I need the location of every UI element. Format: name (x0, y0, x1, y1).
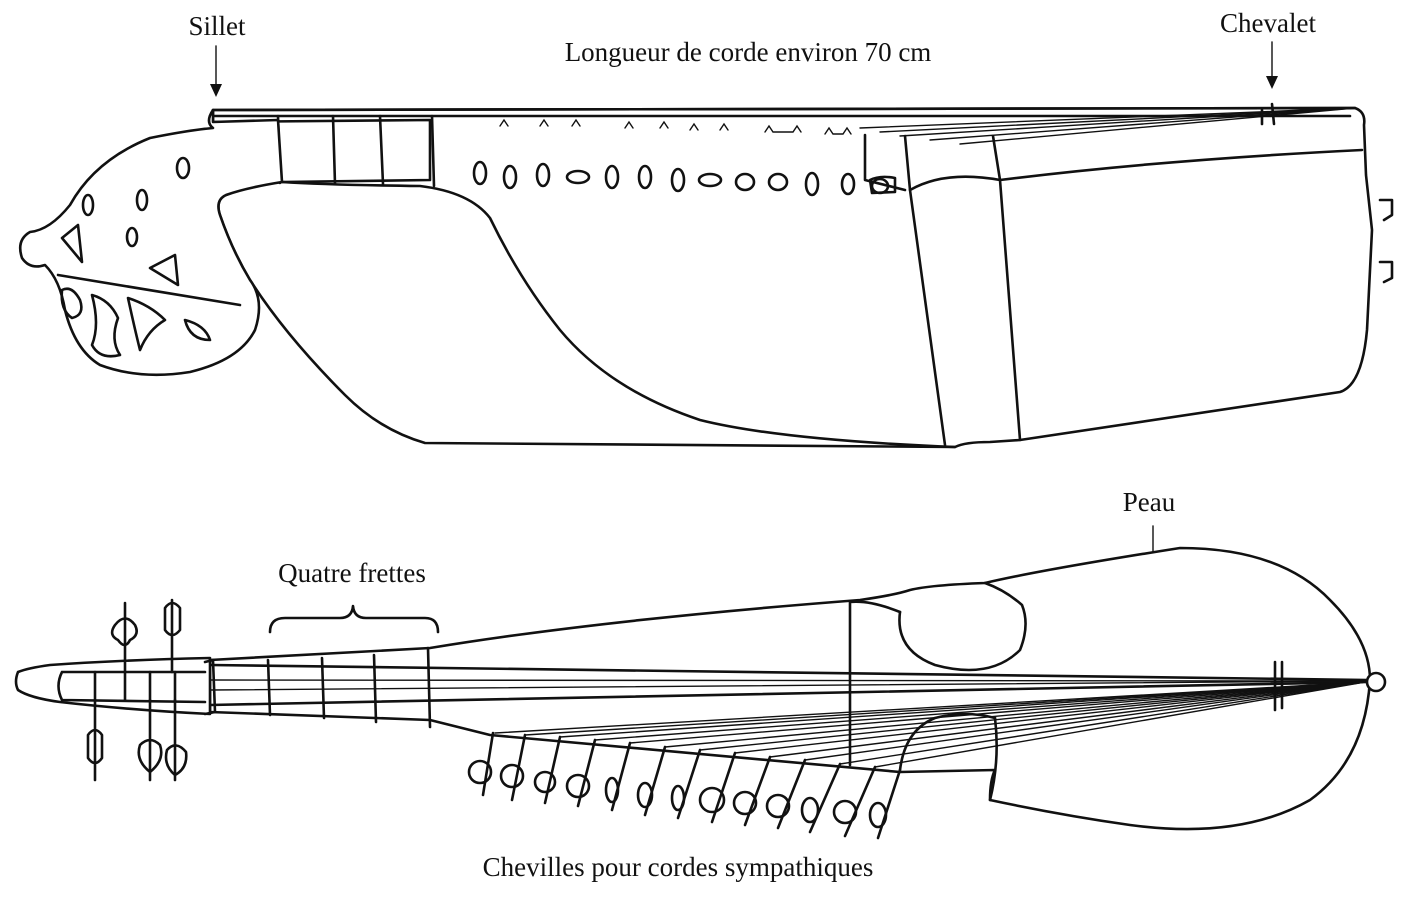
label-four-frets: Quatre frettes (278, 558, 426, 588)
fingerboard (208, 663, 1370, 707)
label-skin: Peau (1123, 487, 1176, 517)
frets-brace (268, 604, 440, 634)
sympathetic-pegs (467, 731, 902, 840)
scroll-ornaments (56, 156, 242, 358)
main-pegs (86, 598, 188, 782)
side-body-outline (211, 106, 1374, 449)
side-string-guides (499, 118, 852, 135)
label-sympathetic-pegs: Chevilles pour cordes sympathiques (483, 852, 874, 882)
pegbox-slots (93, 670, 177, 702)
side-frets (276, 114, 436, 188)
tail-knob (1365, 671, 1387, 693)
side-view: Sillet Longueur de corde environ 70 cm C… (18, 8, 1394, 449)
scroll-head (18, 108, 284, 377)
top-strings (494, 681, 1366, 768)
resonator-panels (863, 133, 1364, 447)
side-pegs (472, 160, 890, 197)
bridge-mark (1260, 102, 1276, 126)
side-strings (859, 107, 1356, 145)
top-body-outline (208, 546, 1372, 831)
label-nut: Sillet (188, 11, 246, 41)
top-frets (266, 646, 432, 729)
neck-underside-curve (280, 180, 957, 449)
bridge-arrow (1266, 41, 1278, 89)
side-hooks (1378, 198, 1394, 284)
top-view: Peau Quatre frettes (14, 487, 1387, 882)
nut-arrow (210, 45, 222, 97)
pegbox (14, 656, 212, 716)
label-string-length: Longueur de corde environ 70 cm (565, 37, 932, 67)
label-bridge: Chevalet (1220, 8, 1316, 38)
